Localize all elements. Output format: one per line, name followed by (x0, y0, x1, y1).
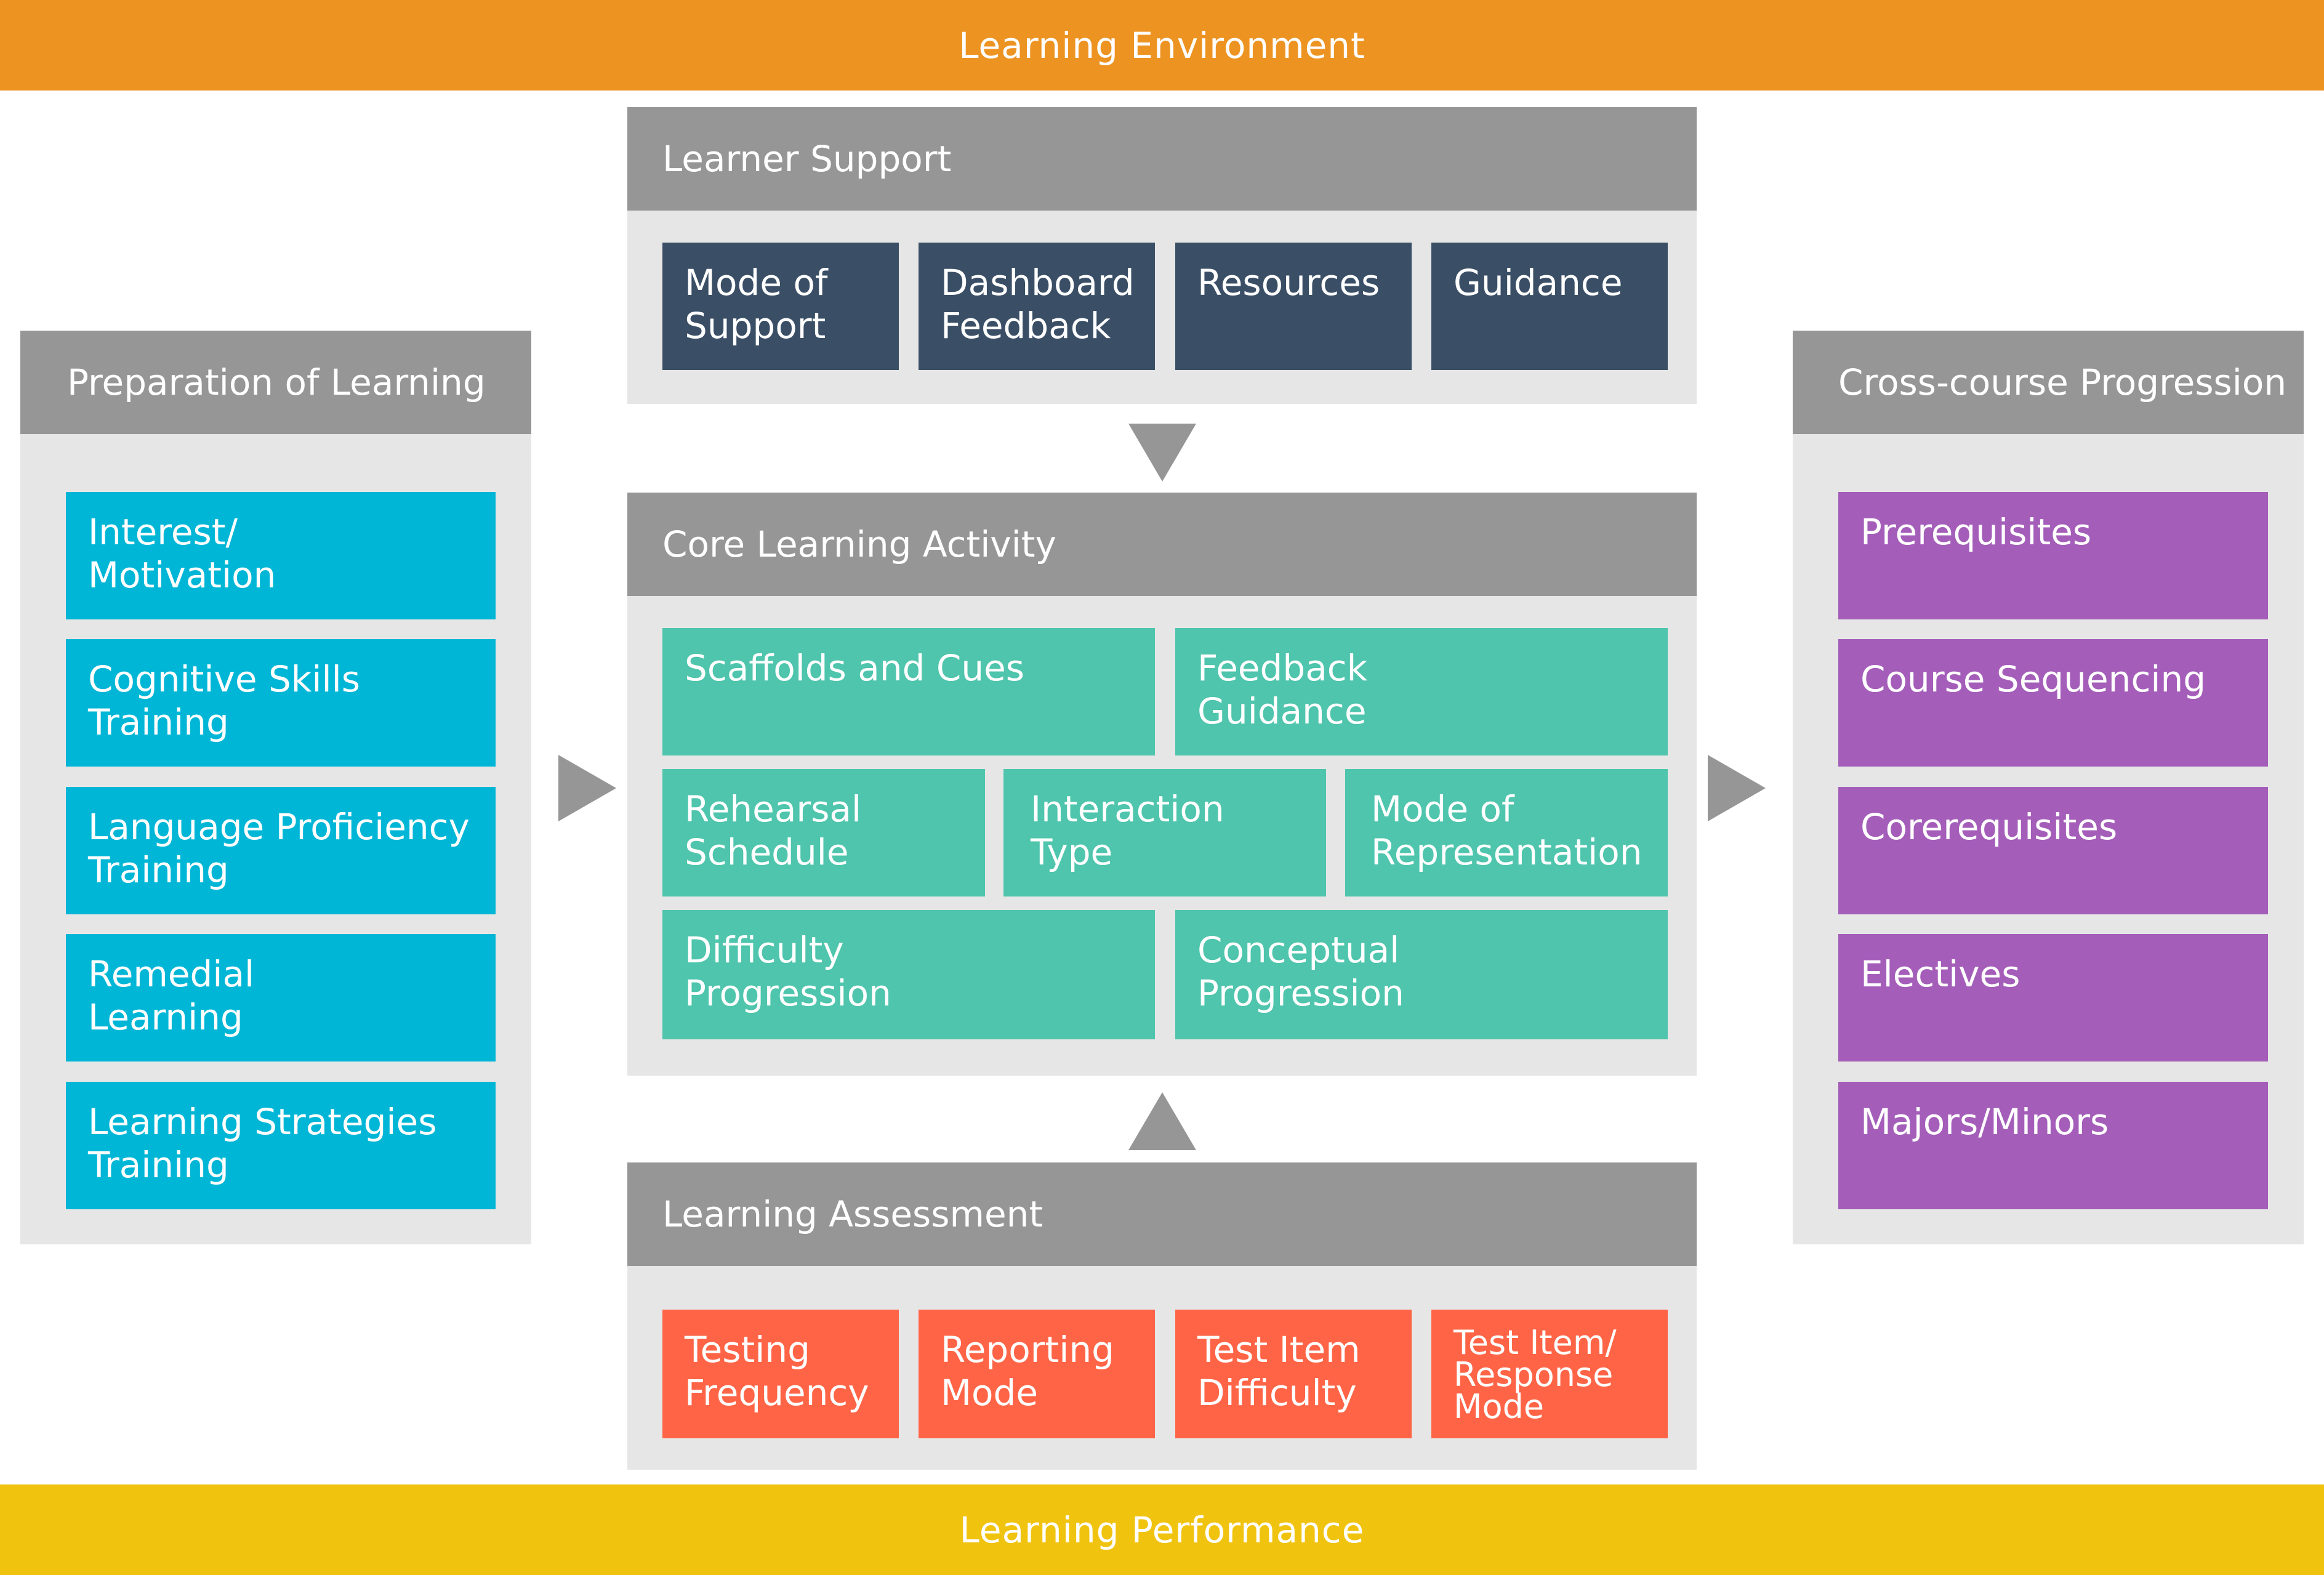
core-learning-header: Core Learning Activity (627, 493, 1697, 596)
electives-box: Electives (1838, 934, 2268, 1061)
difficulty-progression-box: Difficulty Progression (662, 910, 1155, 1039)
conceptual-progression-box: Conceptual Progression (1175, 910, 1668, 1039)
resources-box: Resources (1175, 243, 1412, 370)
learning-assessment-title: Learning Assessment (662, 1193, 1043, 1235)
test-item-response-mode-box: Test Item/ Response Mode (1431, 1310, 1668, 1438)
preparation-panel: Preparation of Learning Interest/ Motiva… (20, 331, 531, 1244)
arrow-right-icon (1708, 755, 1766, 821)
cognitive-skills-training-box: Cognitive Skills Training (66, 639, 496, 767)
core-learning-title: Core Learning Activity (662, 523, 1056, 565)
testing-frequency-box: Testing Frequency (662, 1310, 899, 1438)
learning-strategies-training-box: Learning Strategies Training (66, 1082, 496, 1209)
progression-title: Cross-course Progression (1838, 361, 2287, 403)
prerequisites-box: Prerequisites (1838, 492, 2268, 619)
language-proficiency-training-box: Language Proficiency Training (66, 787, 496, 914)
learner-support-panel: Learner Support Mode of Support Dashboar… (627, 107, 1697, 404)
arrow-down-icon (1128, 424, 1196, 481)
course-sequencing-box: Course Sequencing (1838, 639, 2268, 767)
feedback-guidance-box: Feedback Guidance (1175, 628, 1668, 755)
dashboard-feedback-box: Dashboard Feedback (919, 243, 1155, 370)
learner-support-header: Learner Support (627, 107, 1697, 211)
interaction-type-box: Interaction Type (1003, 769, 1326, 896)
preparation-header: Preparation of Learning (20, 331, 531, 434)
learning-environment-label: Learning Environment (959, 24, 1365, 66)
reporting-mode-box: Reporting Mode (919, 1310, 1155, 1438)
learning-assessment-panel: Learning Assessment Testing Frequency Re… (627, 1162, 1697, 1470)
learning-performance-band: Learning Performance (0, 1484, 2324, 1575)
learner-support-title: Learner Support (662, 138, 952, 180)
learning-performance-label: Learning Performance (959, 1509, 1365, 1551)
corerequisites-box: Corerequisites (1838, 787, 2268, 914)
progression-panel: Cross-course Progression Prerequisites C… (1793, 331, 2304, 1244)
test-item-difficulty-box: Test Item Difficulty (1175, 1310, 1412, 1438)
learning-assessment-header: Learning Assessment (627, 1162, 1697, 1266)
arrow-right-icon (558, 755, 616, 821)
interest-motivation-box: Interest/ Motivation (66, 492, 496, 619)
rehearsal-schedule-box: Rehearsal Schedule (662, 769, 985, 896)
preparation-title: Preparation of Learning (67, 361, 486, 403)
mode-of-support-box: Mode of Support (662, 243, 899, 370)
core-learning-panel: Core Learning Activity Scaffolds and Cue… (627, 493, 1697, 1076)
majors-minors-box: Majors/Minors (1838, 1082, 2268, 1209)
learning-environment-band: Learning Environment (0, 0, 2324, 91)
arrow-up-icon (1128, 1092, 1196, 1150)
scaffolds-and-cues-box: Scaffolds and Cues (662, 628, 1155, 755)
guidance-box: Guidance (1431, 243, 1668, 370)
mode-of-representation-box: Mode of Representation (1345, 769, 1668, 896)
remedial-learning-box: Remedial Learning (66, 934, 496, 1061)
progression-header: Cross-course Progression (1793, 331, 2304, 434)
